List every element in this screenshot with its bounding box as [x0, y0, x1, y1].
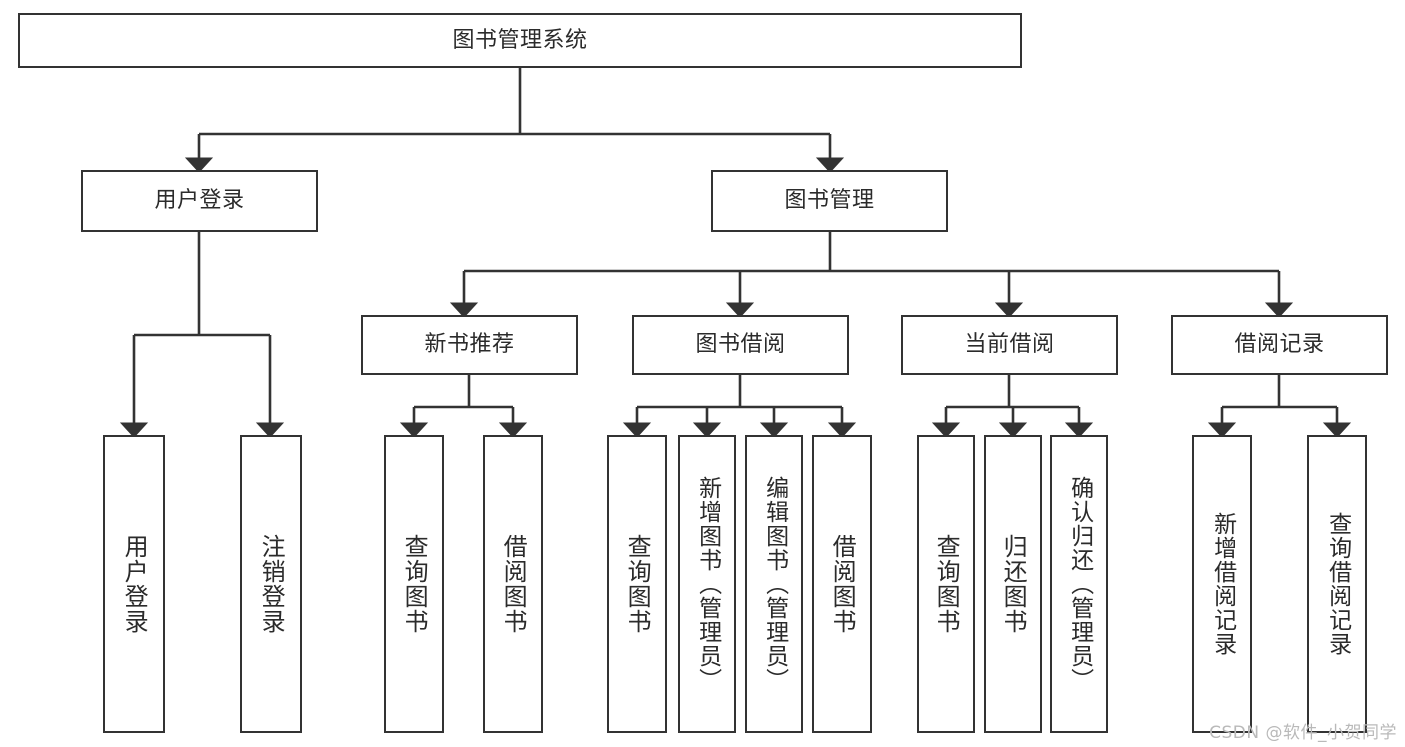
node-leaf-confirm-return-label: 确认归还（管理员） — [1066, 476, 1093, 692]
node-book-borrow[interactable]: 图书借阅 — [632, 315, 849, 375]
node-leaf-add-record[interactable]: 新增借阅记录 — [1192, 435, 1252, 733]
node-user-login-label: 用户登录 — [154, 188, 245, 214]
node-leaf-add-record-label: 新增借阅记录 — [1209, 512, 1236, 656]
node-book-manage-label: 图书管理 — [784, 188, 875, 214]
node-leaf-query-book-2-label: 查询图书 — [623, 534, 652, 634]
node-leaf-confirm-return[interactable]: 确认归还（管理员） — [1050, 435, 1108, 733]
node-leaf-user-login-label: 用户登录 — [120, 534, 149, 634]
node-new-book-recommend-label: 新书推荐 — [424, 332, 515, 358]
node-leaf-query-record[interactable]: 查询借阅记录 — [1307, 435, 1367, 733]
node-leaf-query-book-1-label: 查询图书 — [400, 534, 429, 634]
node-leaf-add-book[interactable]: 新增图书（管理员） — [678, 435, 736, 733]
node-book-borrow-label: 图书借阅 — [695, 332, 786, 358]
node-leaf-return-book[interactable]: 归还图书 — [984, 435, 1042, 733]
node-root-label: 图书管理系统 — [452, 27, 588, 53]
node-current-borrow-label: 当前借阅 — [964, 332, 1055, 358]
node-leaf-query-book-3-label: 查询图书 — [932, 534, 961, 634]
node-user-login[interactable]: 用户登录 — [81, 170, 318, 232]
node-new-book-recommend[interactable]: 新书推荐 — [361, 315, 578, 375]
node-borrow-record-label: 借阅记录 — [1234, 332, 1325, 358]
node-leaf-edit-book-label: 编辑图书（管理员） — [761, 476, 788, 692]
node-leaf-borrow-book-1[interactable]: 借阅图书 — [483, 435, 543, 733]
node-leaf-query-book-3[interactable]: 查询图书 — [917, 435, 975, 733]
node-leaf-user-logout-label: 注销登录 — [257, 534, 286, 634]
node-borrow-record[interactable]: 借阅记录 — [1171, 315, 1388, 375]
watermark-text: CSDN @软件_小贺同学 — [1209, 723, 1397, 743]
node-leaf-query-record-label: 查询借阅记录 — [1324, 512, 1351, 656]
node-leaf-borrow-book-2-label: 借阅图书 — [828, 534, 857, 634]
node-leaf-borrow-book-2[interactable]: 借阅图书 — [812, 435, 872, 733]
node-leaf-return-book-label: 归还图书 — [999, 534, 1028, 634]
node-leaf-query-book-1[interactable]: 查询图书 — [384, 435, 444, 733]
node-book-manage[interactable]: 图书管理 — [711, 170, 948, 232]
node-root[interactable]: 图书管理系统 — [18, 13, 1022, 68]
node-leaf-add-book-label: 新增图书（管理员） — [694, 476, 721, 692]
node-leaf-user-login[interactable]: 用户登录 — [103, 435, 165, 733]
node-leaf-borrow-book-1-label: 借阅图书 — [499, 534, 528, 634]
node-leaf-query-book-2[interactable]: 查询图书 — [607, 435, 667, 733]
node-leaf-edit-book[interactable]: 编辑图书（管理员） — [745, 435, 803, 733]
node-current-borrow[interactable]: 当前借阅 — [901, 315, 1118, 375]
node-leaf-user-logout[interactable]: 注销登录 — [240, 435, 302, 733]
